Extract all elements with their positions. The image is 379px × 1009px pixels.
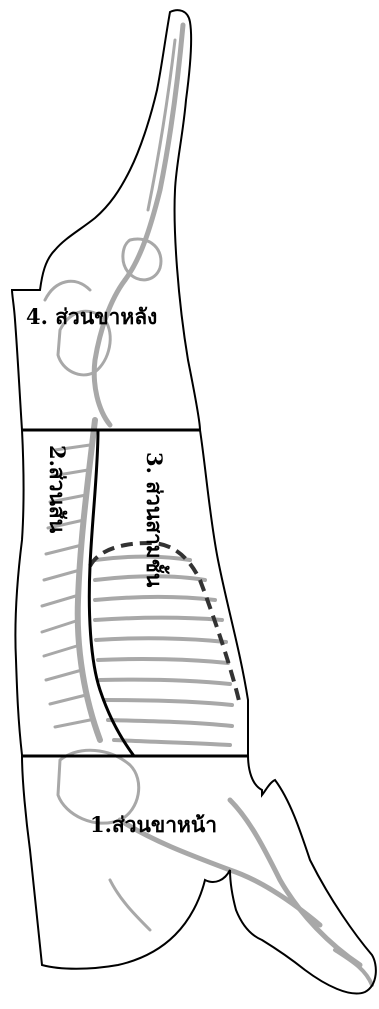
label-rib-section: 3. ส่วนสามชั้น bbox=[142, 452, 170, 588]
neck-bone bbox=[110, 880, 150, 930]
forearm-bone bbox=[230, 800, 360, 965]
label-loin-section: 2.ส่วนสัน bbox=[45, 445, 70, 534]
pelvis-detail bbox=[45, 281, 90, 300]
fore-hoof-bone bbox=[335, 950, 372, 985]
label-fore-section: 1.ส่วนขาหน้า bbox=[90, 812, 217, 837]
label-hind-section: 4. ส่วนขาหลัง bbox=[26, 304, 157, 329]
hind-leg-bone bbox=[125, 25, 183, 280]
skeleton-drawing bbox=[42, 25, 372, 985]
femur-bone bbox=[94, 280, 125, 425]
divider-loin-belly bbox=[89, 430, 134, 756]
